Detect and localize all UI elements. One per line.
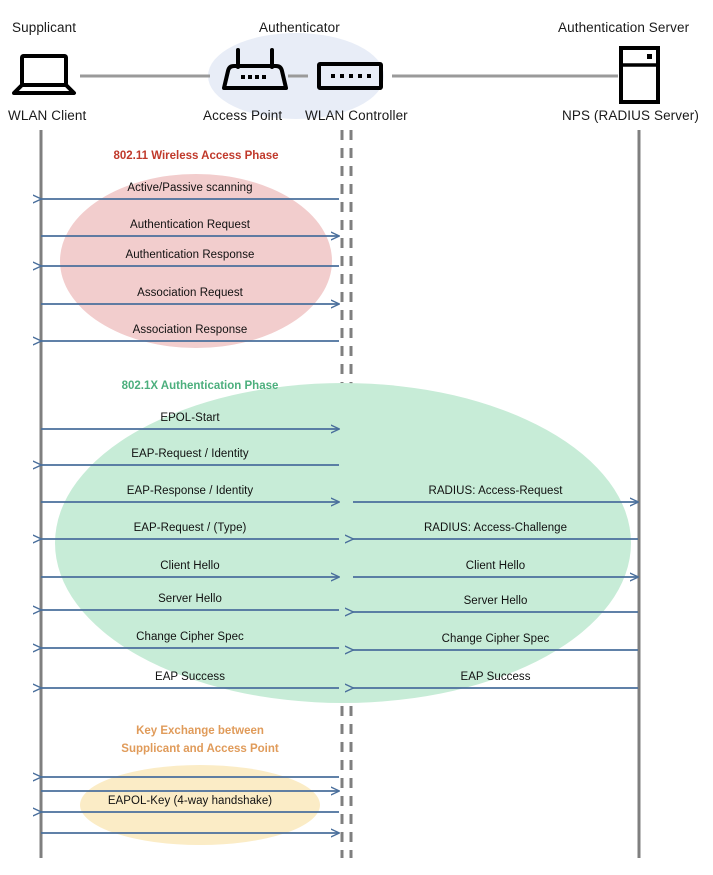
device-label-nps: NPS (RADIUS Server) bbox=[562, 108, 699, 123]
message-label-left: EAP Success bbox=[154, 671, 225, 683]
device-label-wlan-client: WLAN Client bbox=[8, 108, 87, 123]
message-label-right: RADIUS: Access-Request bbox=[428, 485, 563, 497]
device-label-access-point: Access Point bbox=[203, 108, 283, 123]
phase-label-line: 802.1X Authentication Phase bbox=[121, 380, 279, 392]
phase-label-line: 802.11 Wireless Access Phase bbox=[113, 150, 279, 162]
message-label-left: EAP-Response / Identity bbox=[126, 485, 254, 497]
phase-label-line: Supplicant and Access Point bbox=[121, 743, 279, 755]
message-label-right: Client Hello bbox=[465, 560, 526, 572]
phase-ellipse-key-exchange bbox=[80, 765, 320, 845]
message-label-left: EPOL-Start bbox=[160, 412, 220, 424]
message-label-left: Authentication Response bbox=[125, 249, 255, 261]
message-label-left: Association Request bbox=[137, 287, 243, 299]
message-label-left: Client Hello bbox=[160, 560, 220, 572]
message-label-left: EAPOL-Key (4-way handshake) bbox=[107, 795, 273, 807]
role-title-auth-server: Authentication Server bbox=[558, 20, 690, 35]
role-title-supplicant: Supplicant bbox=[12, 20, 77, 35]
wlan-controller-icon bbox=[317, 62, 383, 90]
message-label-left: Server Hello bbox=[158, 593, 222, 605]
phase-label-802-1x: 802.1X Authentication Phase bbox=[60, 377, 340, 395]
access-point-icon bbox=[222, 48, 288, 90]
message-label-right: RADIUS: Access-Challenge bbox=[423, 522, 568, 534]
phase-label-line: Key Exchange between bbox=[136, 725, 264, 737]
message-label-right: EAP Success bbox=[460, 671, 531, 683]
message-label-right: Server Hello bbox=[463, 595, 528, 607]
message-label-left: Active/Passive scanning bbox=[127, 182, 253, 194]
device-label-wlan-controller: WLAN Controller bbox=[305, 108, 408, 123]
message-label-left: EAP-Request / (Type) bbox=[133, 522, 247, 534]
message-label-left: EAP-Request / Identity bbox=[131, 448, 249, 460]
phase-label-802-11: 802.11 Wireless Access Phase bbox=[56, 147, 336, 165]
message-label-left: Authentication Request bbox=[129, 219, 250, 231]
message-arrow-layer bbox=[41, 199, 638, 833]
phase-ellipse-80211 bbox=[60, 174, 332, 348]
phase-ellipse-8021x bbox=[55, 383, 631, 703]
message-label-right: Change Cipher Spec bbox=[441, 633, 550, 645]
role-title-authenticator: Authenticator bbox=[259, 20, 340, 35]
message-label-left: Change Cipher Spec bbox=[136, 631, 244, 643]
laptop-icon bbox=[12, 54, 76, 95]
server-icon bbox=[619, 46, 660, 104]
message-label-left: Association Response bbox=[132, 324, 248, 336]
